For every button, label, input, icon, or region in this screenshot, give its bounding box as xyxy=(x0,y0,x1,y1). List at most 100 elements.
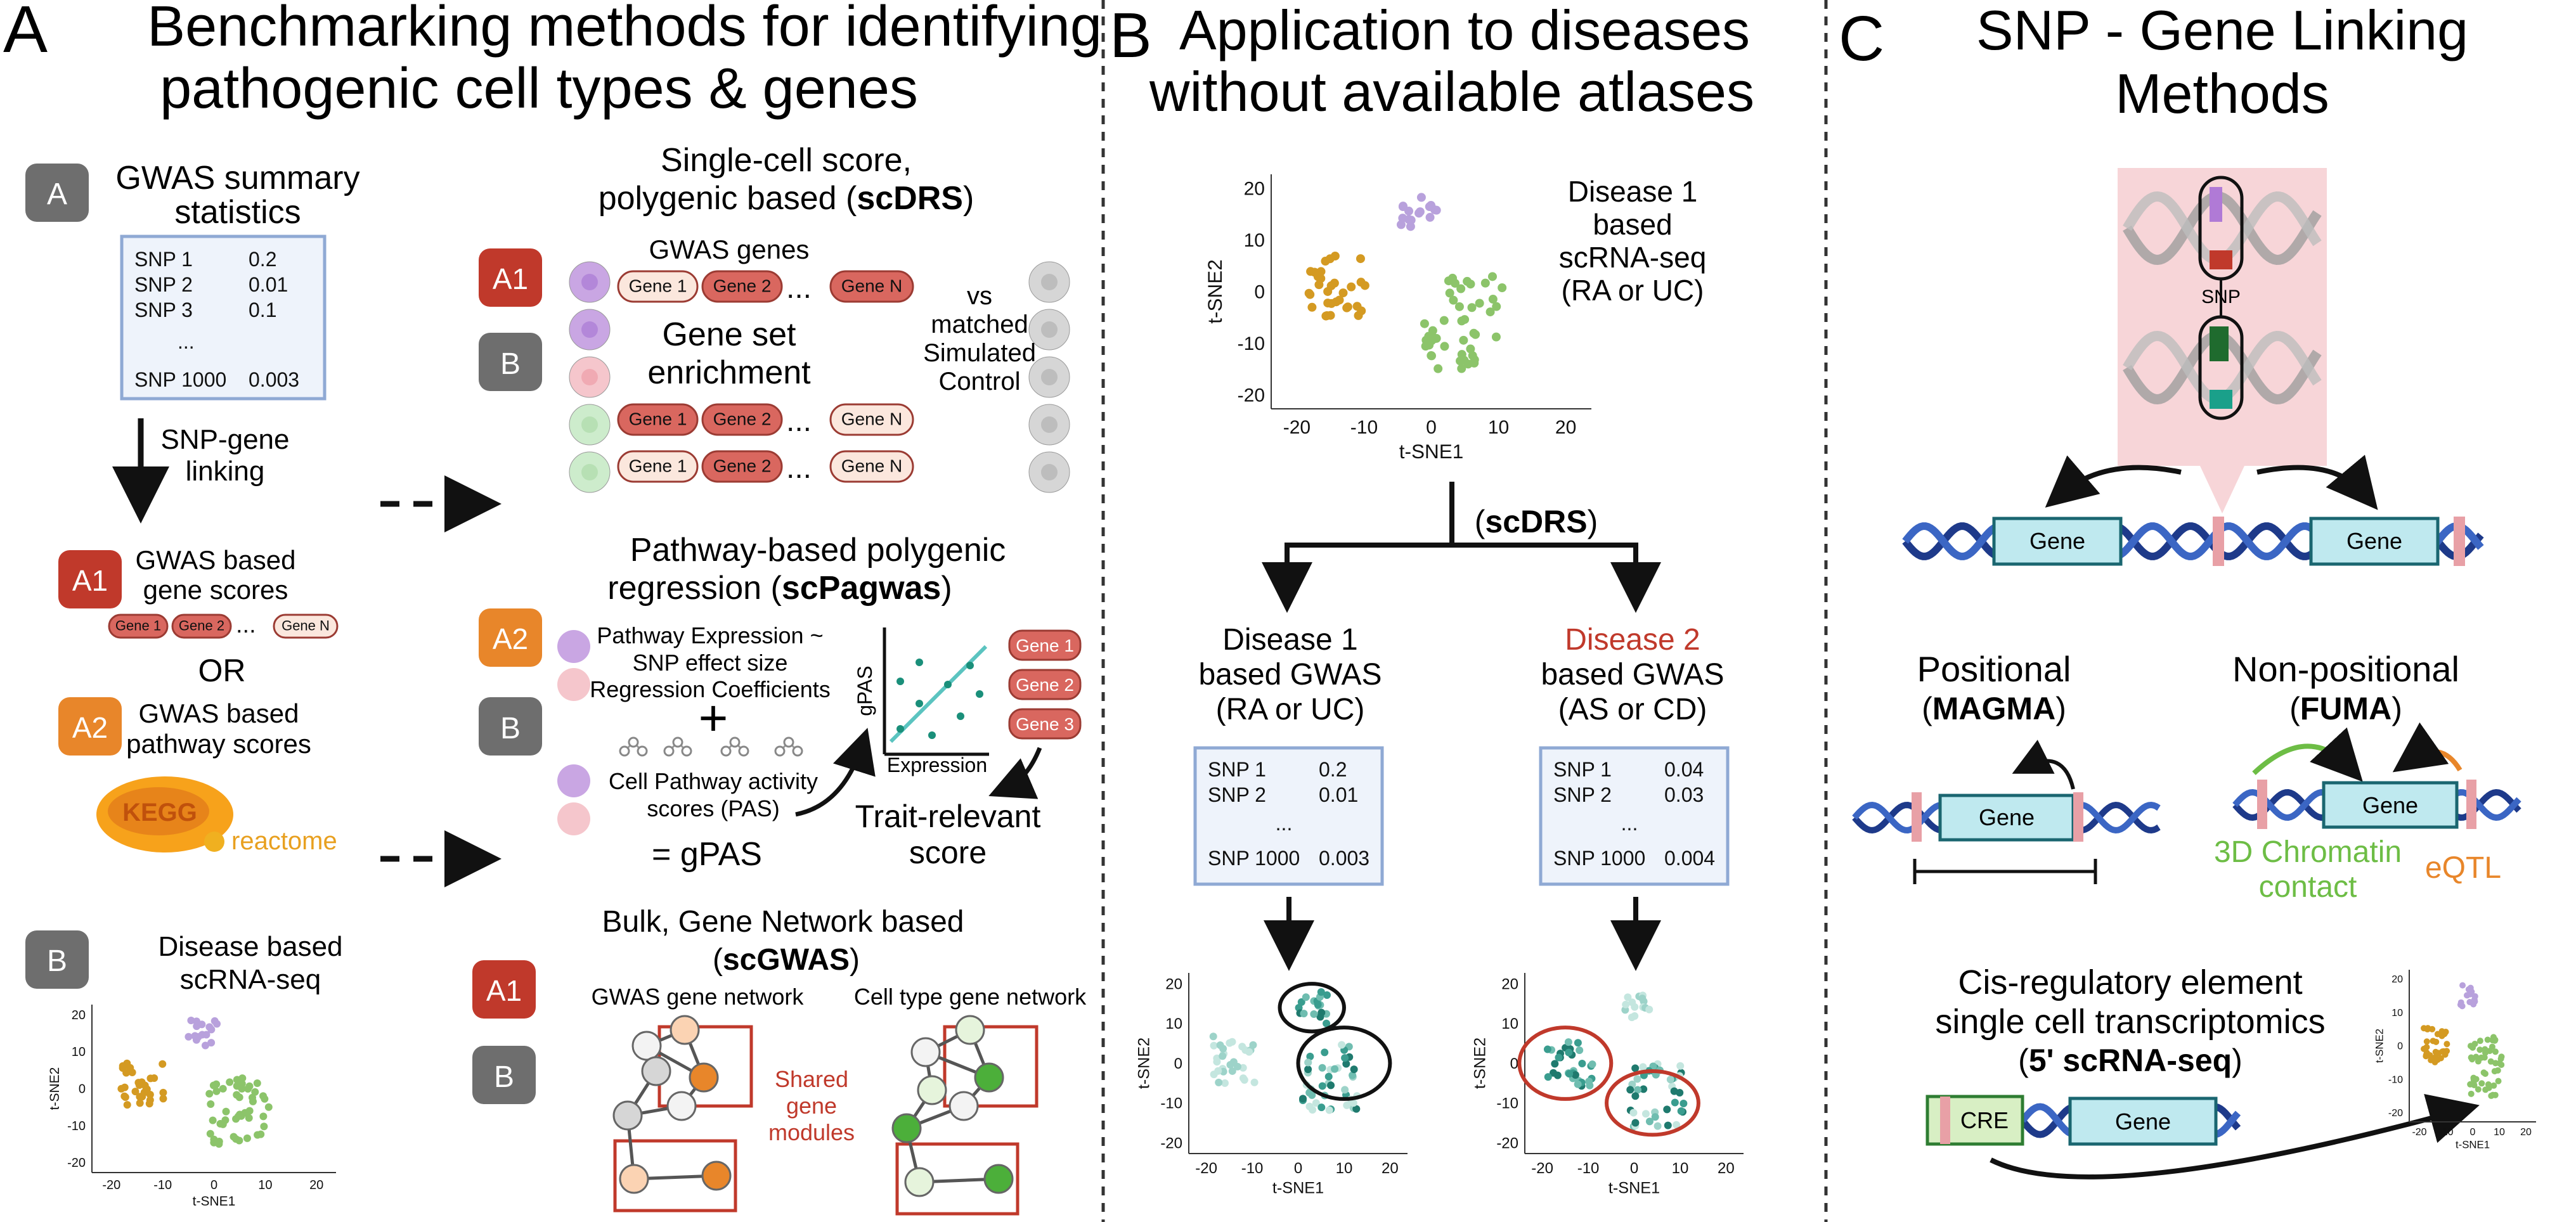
snp-value: 0.1 xyxy=(249,299,276,321)
tsne-point xyxy=(159,1095,167,1103)
tsne-point xyxy=(1338,288,1348,298)
panel-c-title1: SNP - Gene Linking xyxy=(1976,0,2468,61)
pathway-node xyxy=(792,745,803,757)
panel-c-title2: Methods xyxy=(2115,62,2329,125)
gene-pill-label: Gene 1 xyxy=(629,409,687,429)
panel-a-title-line2: pathogenic cell types & genes xyxy=(160,57,918,120)
cell-nucleus xyxy=(581,321,598,338)
tsne-point xyxy=(1297,998,1305,1006)
tsne-point xyxy=(1485,307,1495,317)
tsne-point xyxy=(1629,1109,1638,1117)
snp-id: SNP 1 xyxy=(1208,758,1266,781)
tsne-point xyxy=(1245,1048,1253,1056)
tsne-point xyxy=(1645,1117,1654,1126)
tsne-ytick: 10 xyxy=(72,1045,86,1059)
tsne-point xyxy=(2478,1080,2485,1087)
gene-pill-label: Gene N xyxy=(841,456,903,476)
cis-line1: Cis-regulatory element xyxy=(1958,963,2302,1001)
tsne-point xyxy=(2476,1046,2483,1053)
tsne-ytick: 10 xyxy=(1165,1015,1182,1032)
gene-pill xyxy=(701,450,783,483)
network-node xyxy=(948,1091,979,1121)
table-ellipsis: ... xyxy=(1276,812,1293,835)
tsne-point xyxy=(1326,311,1335,320)
a1-text2: gene scores xyxy=(143,575,288,605)
tsne-point xyxy=(2475,1086,2482,1093)
tsne-ytick: -10 xyxy=(1496,1095,1518,1112)
tsne-point xyxy=(1498,283,1507,292)
cre-snp-mark xyxy=(1940,1097,1950,1144)
tsne-point xyxy=(1645,1005,1654,1013)
tsne-xtick: -20 xyxy=(102,1178,120,1192)
gene-box-cre xyxy=(2068,1097,2218,1146)
gene-pill-label: Gene N xyxy=(841,409,903,429)
chromatin-line2: contact xyxy=(2259,870,2357,904)
trait-line2: score xyxy=(909,835,987,870)
tsne-point xyxy=(1565,1070,1574,1078)
snp-base-teal xyxy=(2210,390,2232,409)
snp-base-red xyxy=(2210,250,2232,269)
matched-label: matched xyxy=(931,311,1028,338)
badge-a2-label: A2 xyxy=(72,711,108,744)
tsne-point xyxy=(2457,999,2464,1006)
tsne-point xyxy=(1585,1077,1593,1086)
tsne-point xyxy=(2421,1045,2428,1052)
tsne-xlabel: t-SNE1 xyxy=(1399,440,1464,463)
kegg-logo-text: KEGG xyxy=(122,799,197,826)
pas-line2: scores (PAS) xyxy=(647,795,779,821)
scatter-point xyxy=(916,700,923,707)
tsne-point xyxy=(205,1023,214,1031)
tsne-point xyxy=(1628,1013,1636,1022)
tsne-point xyxy=(1480,278,1490,288)
nonpositional-method: (FUMA) xyxy=(2289,691,2402,726)
reactome-logo: reactome xyxy=(231,827,337,855)
tsne-point xyxy=(212,1087,221,1095)
network-node xyxy=(904,1167,935,1197)
tsne-xtick: -20 xyxy=(1531,1160,1553,1177)
scpagwas-title2: regression (scPagwas) xyxy=(607,570,952,607)
highlight-ring xyxy=(1517,1026,1614,1101)
tsne-point xyxy=(1316,1013,1324,1021)
tsne-point xyxy=(191,1032,199,1040)
panel-a: A Benchmarking methods for identifying p… xyxy=(3,0,1102,1216)
tsne-point xyxy=(119,1062,127,1070)
snp-id: SNP 1000 xyxy=(1208,847,1300,870)
tsne-point xyxy=(1463,276,1472,286)
tsne-point xyxy=(1491,332,1501,342)
tsne-point xyxy=(2485,1084,2492,1091)
snp-value: 0.01 xyxy=(249,273,288,296)
network-node xyxy=(670,1015,700,1045)
tsne-point xyxy=(1226,1060,1234,1069)
scatter-point xyxy=(896,725,904,733)
snp-gene-label2: linking xyxy=(186,456,265,487)
tsne-point xyxy=(216,1120,224,1128)
gene-pill-label: Gene 2 xyxy=(179,617,224,633)
tsne-point xyxy=(123,1101,131,1109)
regression-line xyxy=(889,645,988,743)
tsne-point xyxy=(1631,1092,1640,1100)
tsne-xtick: -10 xyxy=(1241,1160,1264,1177)
tsne-ytick: 0 xyxy=(79,1083,86,1097)
badge-a1-scdrs-label: A1 xyxy=(493,262,528,295)
gene-pill xyxy=(701,270,783,303)
tsne-point xyxy=(126,1064,134,1072)
network-node xyxy=(612,1100,643,1131)
badge-b-disease-label: B xyxy=(47,944,67,978)
tsne-point xyxy=(2492,1048,2499,1055)
gene-pill-label: Gene 2 xyxy=(713,276,772,296)
gene-label-top-right: Gene xyxy=(2346,528,2402,554)
scdrs-tree-label: (scDRS) xyxy=(1475,504,1598,539)
shared-line2: gene xyxy=(786,1093,837,1119)
tsne-point xyxy=(254,1131,262,1139)
tsne-point xyxy=(1310,267,1319,277)
tsne-point xyxy=(1325,254,1335,264)
tsne-point xyxy=(1341,1054,1349,1062)
badge-b-scpagwas-label: B xyxy=(500,712,521,745)
scatter-point xyxy=(916,659,923,666)
gwas-net-label: GWAS gene network xyxy=(592,984,805,1010)
tsne-xtick: 0 xyxy=(210,1178,217,1192)
network-node xyxy=(701,1161,732,1191)
gene-pill-label: Gene 1 xyxy=(629,276,687,296)
reactome-icon xyxy=(204,832,224,852)
